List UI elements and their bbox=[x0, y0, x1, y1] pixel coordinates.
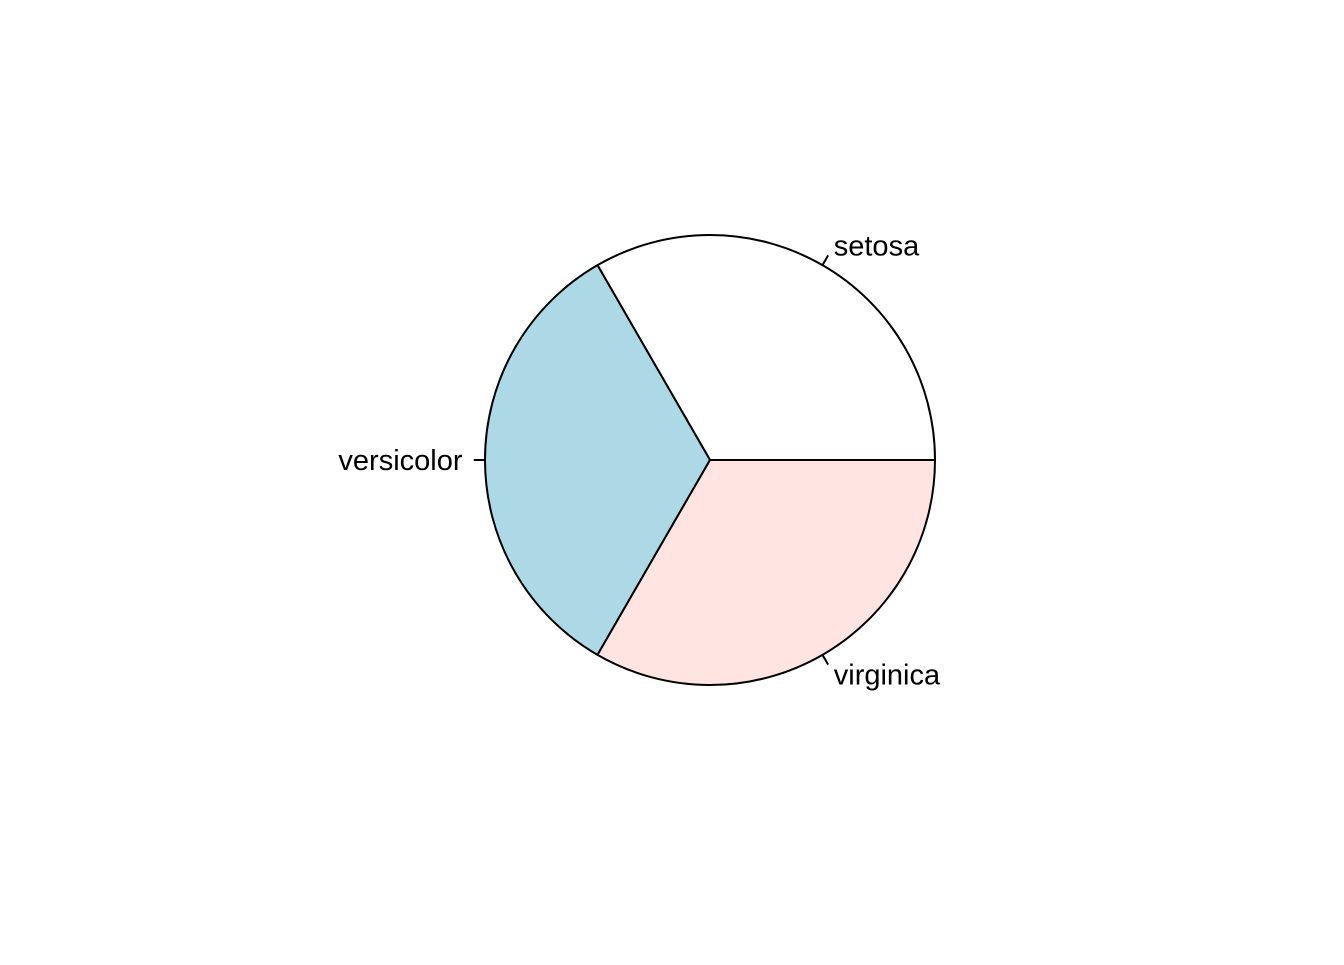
slice-label-setosa: setosa bbox=[834, 231, 920, 263]
pie-labels: setosa versicolor virginica bbox=[338, 231, 941, 692]
pie-slices bbox=[483, 234, 936, 686]
pie-slice-setosa bbox=[596, 234, 936, 461]
label-tick-setosa bbox=[821, 254, 829, 266]
slice-label-virginica: virginica bbox=[834, 659, 941, 691]
label-tick-virginica bbox=[821, 654, 829, 666]
slice-label-versicolor: versicolor bbox=[338, 445, 462, 477]
